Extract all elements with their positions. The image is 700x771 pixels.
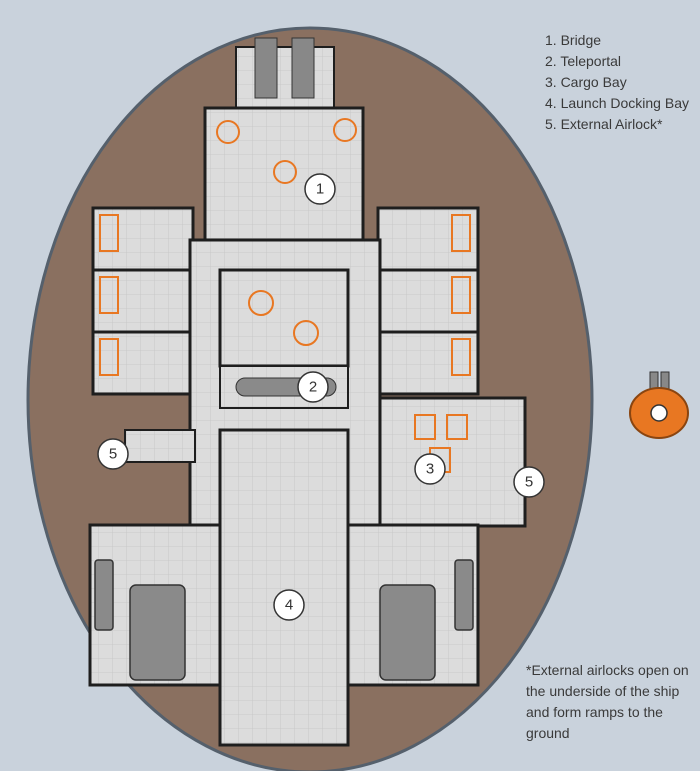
legend-item-bridge: 1. Bridge (545, 32, 602, 48)
marker-cargo-bay: 3 (414, 453, 446, 485)
map-legend: 1. Bridge 2. Teleportal 3. Cargo Bay 4. … (545, 30, 689, 135)
cargo-bay (378, 396, 527, 528)
marker-teleportal-label: 2 (309, 379, 317, 396)
legend-item-airlock: 5. External Airlock* (545, 116, 663, 132)
ship-miniature-icon (629, 371, 689, 439)
marker-bridge: 1 (304, 173, 336, 205)
quarters-right (376, 206, 480, 396)
docking-bay (218, 428, 350, 747)
commons-room (218, 268, 350, 368)
marker-airlock-right-label: 5 (525, 474, 533, 491)
engine-icon (235, 37, 335, 110)
quarters-left (91, 206, 195, 396)
vehicle-icon (94, 559, 474, 681)
bridge-room (203, 106, 365, 242)
table-icon (248, 290, 319, 346)
marker-airlock-right: 5 (513, 466, 545, 498)
chair-icon (216, 118, 357, 184)
legend-item-docking-bay: 4. Launch Docking Bay (545, 95, 689, 111)
marker-airlock-left-label: 5 (109, 446, 117, 463)
marker-bridge-label: 1 (316, 181, 324, 198)
marker-docking-bay: 4 (273, 589, 305, 621)
marker-teleportal: 2 (297, 371, 329, 403)
legend-item-cargo-bay: 3. Cargo Bay (545, 74, 627, 90)
airlock-footnote: *External airlocks open on the underside… (526, 662, 689, 741)
marker-docking-bay-label: 4 (285, 597, 293, 614)
bed-icon (99, 214, 471, 376)
marker-cargo-bay-label: 3 (426, 461, 434, 478)
airlock-corridor-left (124, 429, 196, 463)
legend-item-teleportal: 2. Teleportal (545, 53, 622, 69)
marker-airlock-left: 5 (97, 438, 129, 470)
